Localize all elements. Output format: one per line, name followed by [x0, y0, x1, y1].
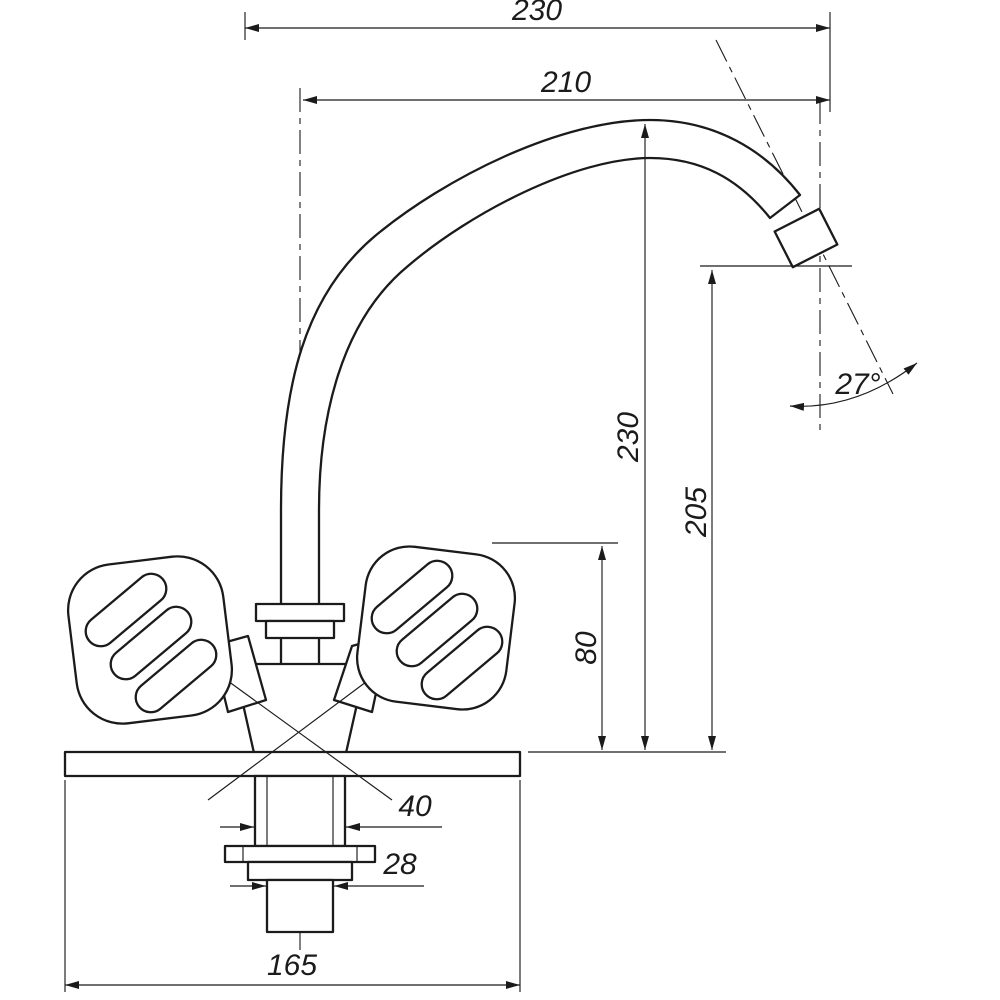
right-handle-slot-3 — [420, 625, 504, 701]
right-handle-slot-1 — [370, 559, 454, 635]
dimension-lines — [64, 12, 918, 992]
tailpiece — [265, 878, 335, 934]
threaded-stem — [253, 774, 347, 848]
dim-label-stem-diameter: 40 — [398, 790, 432, 823]
dimension-labels: 230 210 230 205 80 27° 40 28 165 — [267, 0, 881, 982]
left-handle-slot-2 — [109, 605, 193, 681]
angle-arc-27 — [789, 362, 918, 411]
spout-outlet-aerator — [773, 207, 839, 269]
dim-label-outlet-height: 205 — [680, 487, 713, 538]
faucet-outline — [63, 118, 839, 934]
spout-collar-upper — [254, 602, 346, 623]
construction-line-b — [207, 663, 391, 801]
dim-label-base-width: 165 — [267, 949, 317, 982]
left-handle-slot-1 — [84, 572, 168, 648]
mounting-plate — [63, 750, 522, 778]
spout-tube — [279, 118, 802, 667]
locknut — [223, 844, 377, 864]
left-handle-slot-3 — [134, 638, 218, 714]
dim-label-body-height: 80 — [570, 631, 603, 665]
spout-collar-lower — [264, 619, 336, 640]
construction-line-a — [209, 667, 393, 801]
dim-label-spout-reach: 210 — [540, 66, 591, 99]
spacer-washer — [246, 860, 354, 882]
dim-label-tailpiece-diameter: 28 — [382, 848, 417, 881]
dim-label-outlet-angle: 27° — [834, 368, 880, 401]
dim-label-spout-height: 230 — [612, 412, 645, 463]
right-handle-slot-2 — [395, 592, 479, 668]
dim-label-overall-width: 230 — [511, 0, 562, 27]
centerlines — [299, 39, 894, 950]
